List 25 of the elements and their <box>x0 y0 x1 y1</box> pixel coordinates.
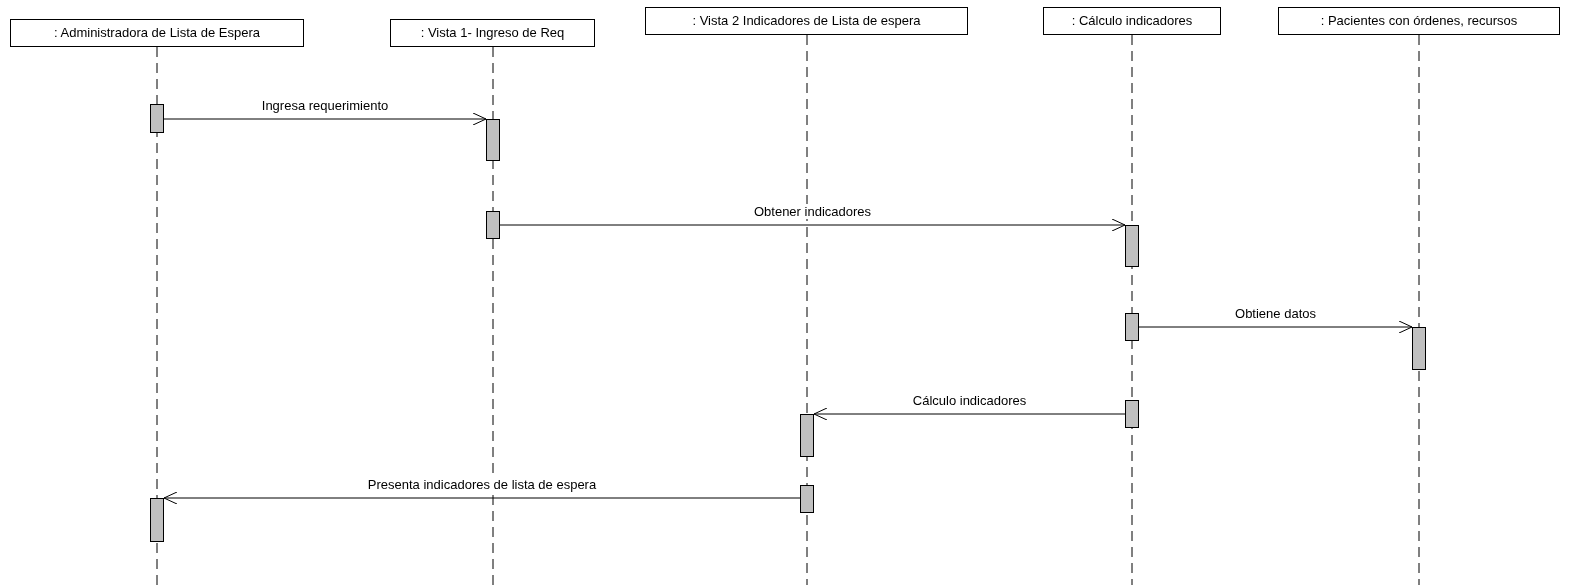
activation-bar <box>1125 313 1139 341</box>
lifeline-header: : Pacientes con órdenes, recursos <box>1278 7 1560 35</box>
activation-bar <box>800 485 814 513</box>
lifeline-header: : Administradora de Lista de Espera <box>10 19 304 47</box>
lifeline-header: : Vista 2 Indicadores de Lista de espera <box>645 7 968 35</box>
message-arrow <box>163 112 487 126</box>
activation-bar <box>800 414 814 457</box>
activation-bar <box>150 104 164 133</box>
message-label: Cálculo indicadores <box>911 393 1028 408</box>
message-label: Obtener indicadores <box>752 204 873 219</box>
message-arrow <box>499 218 1126 232</box>
lifeline-header: : Cálculo indicadores <box>1043 7 1221 35</box>
message-arrow <box>813 407 1126 421</box>
message-label: Ingresa requerimiento <box>260 98 390 113</box>
message-label: Presenta indicadores de lista de espera <box>366 477 598 492</box>
activation-bar <box>1125 225 1139 267</box>
message-arrow <box>163 491 801 505</box>
activation-bar <box>486 211 500 239</box>
activation-bar <box>1125 400 1139 428</box>
activation-bar <box>150 498 164 542</box>
lifeline-header: : Vista 1- Ingreso de Req <box>390 19 595 47</box>
message-label: Obtiene datos <box>1234 306 1317 321</box>
message-arrow <box>1138 320 1413 334</box>
activation-bar <box>486 119 500 161</box>
activation-bar <box>1412 327 1426 370</box>
